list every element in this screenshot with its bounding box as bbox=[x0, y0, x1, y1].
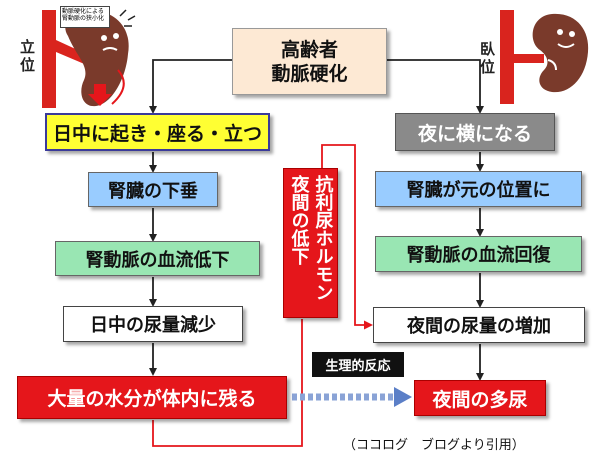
hormone-loop-connector bbox=[152, 319, 303, 447]
left-step-kidney-descent: 腎臓の下垂 bbox=[88, 172, 218, 207]
hormone-to-urine-connector bbox=[321, 144, 373, 330]
left-step-renal-flow-decrease: 腎動脈の血流低下 bbox=[55, 241, 260, 276]
title-box: 高齢者 動脈硬化 bbox=[232, 28, 387, 95]
lying-label-char-2: 位 bbox=[480, 58, 496, 76]
title-to-left-connector bbox=[149, 59, 232, 114]
aorta-tag: 大動脈 bbox=[61, 62, 68, 80]
left-step-daytime-activity: 日中に起き・座る・立つ bbox=[45, 113, 270, 151]
standing-label: 立 位 bbox=[20, 38, 35, 74]
right-step-renal-flow-recovery: 腎動脈の血流回復 bbox=[375, 236, 582, 272]
standing-label-char-2: 位 bbox=[20, 56, 36, 74]
standing-label-char-1: 立 bbox=[20, 38, 36, 56]
reaction-arrow-head bbox=[394, 387, 412, 407]
right-step-nocturia: 夜間の多尿 bbox=[414, 380, 546, 416]
right-step-lying-down: 夜に横になる bbox=[395, 113, 555, 151]
reaction-label: 生理的反応 bbox=[312, 352, 404, 377]
lying-label: 臥 位 bbox=[480, 40, 495, 76]
hormone-line-2: 夜間の低下 bbox=[288, 175, 310, 265]
hormone-line-1: 抗利尿ホルモン bbox=[312, 175, 334, 301]
source-credit: （ココログ ブログより引用） bbox=[343, 438, 525, 453]
title-to-right-connector bbox=[387, 59, 484, 114]
antidiuretic-hormone-box: 抗利尿ホルモン 夜間の低下 bbox=[283, 168, 338, 318]
right-step-kidney-return: 腎臓が元の位置に bbox=[375, 171, 582, 207]
left-step-daytime-urine-decrease: 日中の尿量減少 bbox=[63, 306, 243, 342]
left-step-water-retention: 大量の水分が体内に残る bbox=[17, 376, 287, 419]
title-line-2: 動脈硬化 bbox=[271, 62, 348, 85]
lying-label-char-1: 臥 bbox=[480, 40, 496, 58]
stenosis-callout: 動脈硬化による腎動脈の狭小化 bbox=[60, 6, 110, 28]
title-line-1: 高齢者 bbox=[280, 38, 338, 61]
right-step-night-urine-increase: 夜間の尿量の増加 bbox=[373, 307, 585, 343]
